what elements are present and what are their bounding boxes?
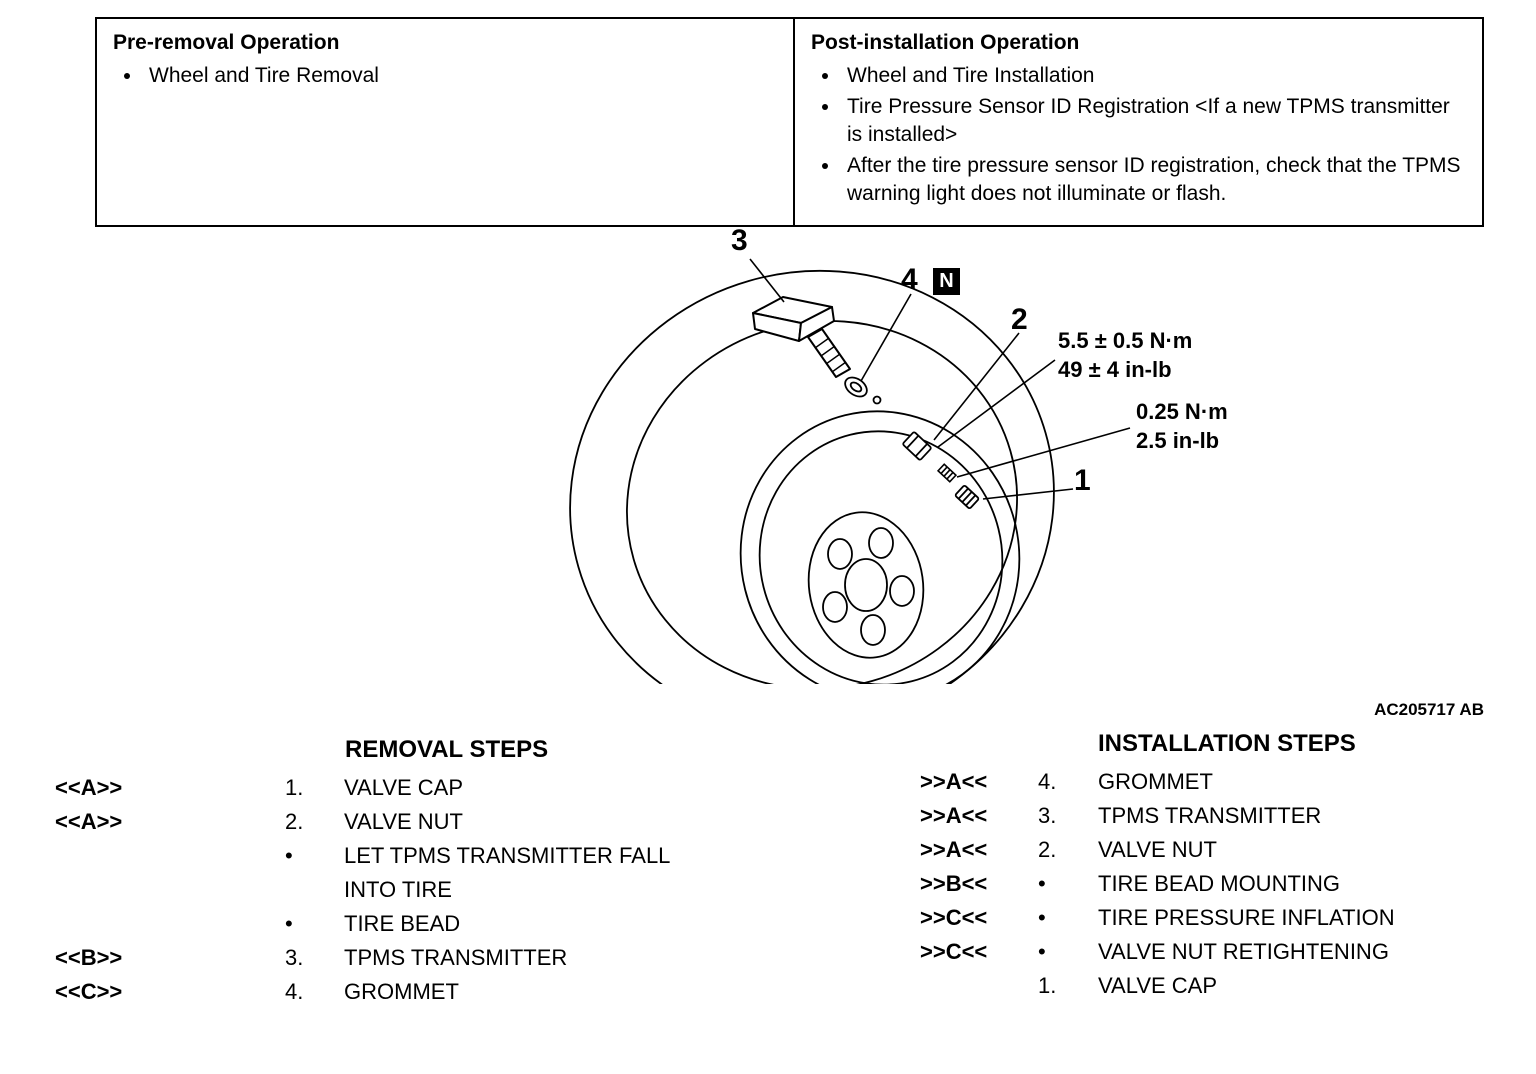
step-marker: >>B<<: [920, 871, 988, 896]
step-text: GROMMET: [344, 979, 459, 1004]
operation-item: After the tire pressure sensor ID regist…: [841, 152, 1466, 208]
step-row: 1. VALVE CAP: [920, 969, 1530, 1003]
step-text: LET TPMS TRANSMITTER FALL INTO TIRE: [344, 843, 670, 902]
post-installation-title: Post-installation Operation: [811, 31, 1080, 54]
removal-steps-section: REMOVAL STEPS <<A>> 1. VALVE CAP <<A>> 2…: [55, 736, 795, 1009]
step-number: 3.: [1038, 803, 1057, 828]
step-row: • LET TPMS TRANSMITTER FALL INTO TIRE: [55, 839, 795, 907]
callout-3: 3: [731, 224, 748, 257]
step-number: 2.: [1038, 837, 1057, 862]
step-text: VALVE NUT: [344, 809, 463, 834]
step-text: GROMMET: [1098, 769, 1213, 794]
torque-value-inlb: 49 ± 4 in-lb: [1058, 357, 1172, 382]
torque-value-nm: 0.25 N·m: [1136, 399, 1228, 424]
step-marker: <<A>>: [55, 809, 123, 834]
step-text: VALVE CAP: [1098, 973, 1218, 998]
step-row: <<A>> 2. VALVE NUT: [55, 805, 795, 839]
step-number: •: [285, 911, 293, 936]
step-text: TIRE BEAD: [344, 911, 461, 936]
operation-item: Wheel and Tire Removal: [143, 62, 777, 90]
tpms-transmitter-drawing: [752, 296, 851, 378]
torque-value-inlb: 2.5 in-lb: [1136, 428, 1220, 453]
step-number: 1.: [1038, 973, 1057, 998]
valve-cap-drawing: [954, 484, 980, 510]
step-marker: <<B>>: [55, 945, 123, 970]
post-installation-list: Wheel and Tire Installation Tire Pressur…: [815, 62, 1466, 208]
step-text: TPMS TRANSMITTER: [1098, 803, 1322, 828]
step-text: TIRE PRESSURE INFLATION: [1098, 905, 1395, 930]
step-row: >>C<< • TIRE PRESSURE INFLATION: [920, 901, 1530, 935]
operations-table: Pre-removal Operation Wheel and Tire Rem…: [95, 17, 1484, 227]
step-marker: <<A>>: [55, 775, 123, 800]
step-row: <<C>> 4. GROMMET: [55, 975, 795, 1009]
callout-4: 4: [901, 263, 918, 296]
operation-item: Tire Pressure Sensor ID Registration <If…: [841, 93, 1466, 149]
pre-removal-cell: Pre-removal Operation Wheel and Tire Rem…: [97, 19, 793, 225]
installation-steps-section: INSTALLATION STEPS >>A<< 4. GROMMET >>A<…: [920, 730, 1530, 1003]
step-marker: >>C<<: [920, 905, 988, 930]
n-note-badge: N: [933, 268, 960, 295]
step-marker: >>C<<: [920, 939, 988, 964]
step-marker: >>A<<: [920, 769, 988, 794]
torque-value-nm: 5.5 ± 0.5 N·m: [1058, 328, 1193, 353]
step-marker: >>A<<: [920, 803, 988, 828]
step-row: >>A<< 4. GROMMET: [920, 765, 1530, 799]
step-number: 1.: [285, 775, 304, 800]
grommet-drawing: [844, 376, 868, 398]
step-number: •: [1038, 905, 1046, 930]
valve-nut-drawing: [902, 431, 932, 461]
step-row: <<A>> 1. VALVE CAP: [55, 771, 795, 805]
step-marker: <<C>>: [55, 979, 123, 1004]
callout-1: 1: [1074, 464, 1091, 497]
tire-outline: [569, 269, 1055, 684]
removal-steps-title: REMOVAL STEPS: [345, 736, 549, 763]
step-text: VALVE NUT: [1098, 837, 1217, 862]
torque-spec-valve-core: 0.25 N·m 2.5 in-lb: [1136, 397, 1228, 455]
installation-steps-list: >>A<< 4. GROMMET >>A<< 3. TPMS TRANSMITT…: [920, 765, 1530, 1003]
step-text: TPMS TRANSMITTER: [344, 945, 568, 970]
removal-steps-list: <<A>> 1. VALVE CAP <<A>> 2. VALVE NUT • …: [55, 771, 795, 1009]
step-row: >>B<< • TIRE BEAD MOUNTING: [920, 867, 1530, 901]
pre-removal-title: Pre-removal Operation: [113, 31, 340, 54]
step-marker: >>A<<: [920, 837, 988, 862]
figure-code: AC205717 AB: [1374, 700, 1484, 719]
post-installation-cell: Post-installation Operation Wheel and Ti…: [793, 19, 1482, 225]
installation-steps-title: INSTALLATION STEPS: [1098, 730, 1356, 757]
leader-lines: [749, 258, 1131, 500]
step-row: >>C<< • VALVE NUT RETIGHTENING: [920, 935, 1530, 969]
step-number: 4.: [1038, 769, 1057, 794]
wheel-hub: [807, 511, 925, 659]
step-number: 4.: [285, 979, 304, 1004]
operation-item: Wheel and Tire Installation: [841, 62, 1466, 90]
callout-2: 2: [1011, 303, 1028, 336]
step-row: >>A<< 3. TPMS TRANSMITTER: [920, 799, 1530, 833]
step-row: <<B>> 3. TPMS TRANSMITTER: [55, 941, 795, 975]
valve-stem-threads: [814, 337, 847, 373]
step-text: TIRE BEAD MOUNTING: [1098, 871, 1341, 896]
step-number: 3.: [285, 945, 304, 970]
step-text: VALVE NUT RETIGHTENING: [1098, 939, 1389, 964]
valve-core-drawing: [936, 463, 958, 483]
tire-wheel-illustration: [569, 258, 1131, 684]
pre-removal-list: Wheel and Tire Removal: [117, 62, 777, 90]
step-row: >>A<< 2. VALVE NUT: [920, 833, 1530, 867]
valve-hole: [872, 395, 882, 405]
step-row: • TIRE BEAD: [55, 907, 795, 941]
step-number: •: [1038, 939, 1046, 964]
step-number: 2.: [285, 809, 304, 834]
torque-spec-valve-nut: 5.5 ± 0.5 N·m 49 ± 4 in-lb: [1058, 326, 1192, 384]
step-number: •: [285, 843, 293, 868]
step-text: VALVE CAP: [344, 775, 464, 800]
step-number: •: [1038, 871, 1046, 896]
